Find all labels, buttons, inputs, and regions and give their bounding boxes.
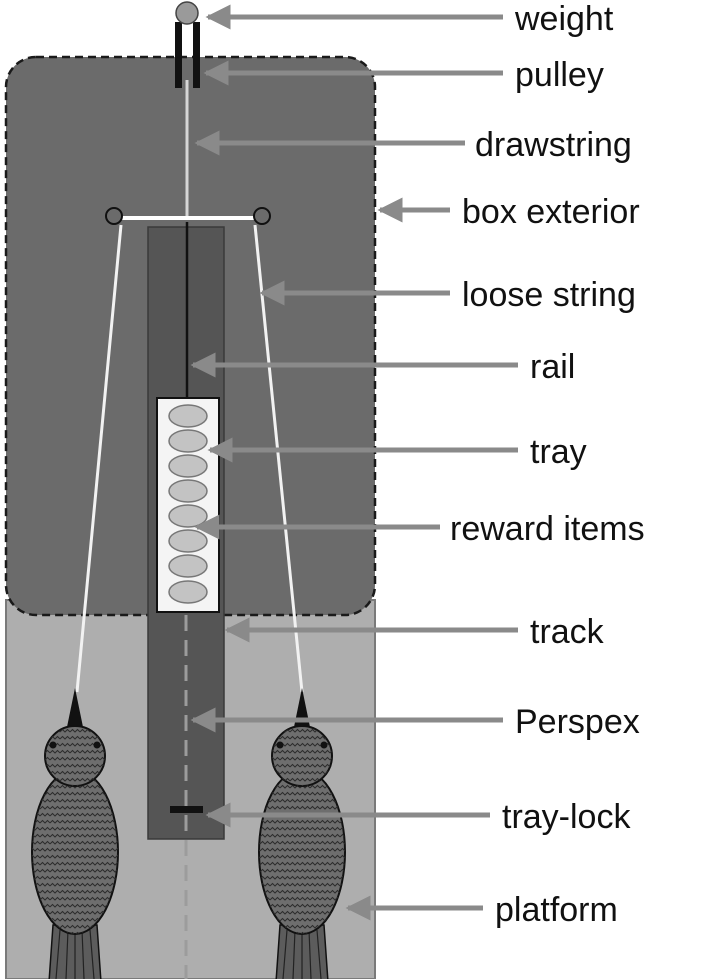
reward-item	[168, 580, 208, 604]
leader-arrows	[190, 4, 518, 921]
label-perspex: Perspex	[515, 703, 640, 741]
label-tray-lock: tray-lock	[502, 798, 631, 836]
weight-ball	[175, 1, 199, 25]
label-weight: weight	[514, 0, 614, 38]
crossbar-left-knob	[105, 207, 123, 225]
reward-item	[168, 479, 208, 503]
label-box-exterior: box exterior	[462, 193, 640, 231]
label-reward-items: reward items	[450, 510, 645, 548]
label-rail: rail	[530, 348, 575, 386]
loose-string-left	[75, 224, 123, 693]
crossbar-right-knob	[253, 207, 271, 225]
reward-item	[168, 404, 208, 428]
label-platform: platform	[495, 891, 618, 929]
pulley-right	[193, 22, 200, 88]
pulley-left	[175, 22, 182, 88]
label-drawstring: drawstring	[475, 126, 632, 164]
label-track: track	[530, 613, 605, 651]
label-loose-string: loose string	[462, 276, 636, 314]
reward-item	[168, 529, 208, 553]
tray-lock	[170, 806, 203, 813]
reward-items	[168, 404, 208, 604]
bird-left-icon	[31, 688, 119, 979]
label-tray: tray	[530, 433, 587, 471]
reward-item	[168, 554, 208, 578]
bird-right-icon	[258, 688, 346, 979]
reward-item	[168, 429, 208, 453]
reward-item	[168, 454, 208, 478]
reward-item	[168, 504, 208, 528]
label-pulley: pulley	[515, 56, 604, 94]
